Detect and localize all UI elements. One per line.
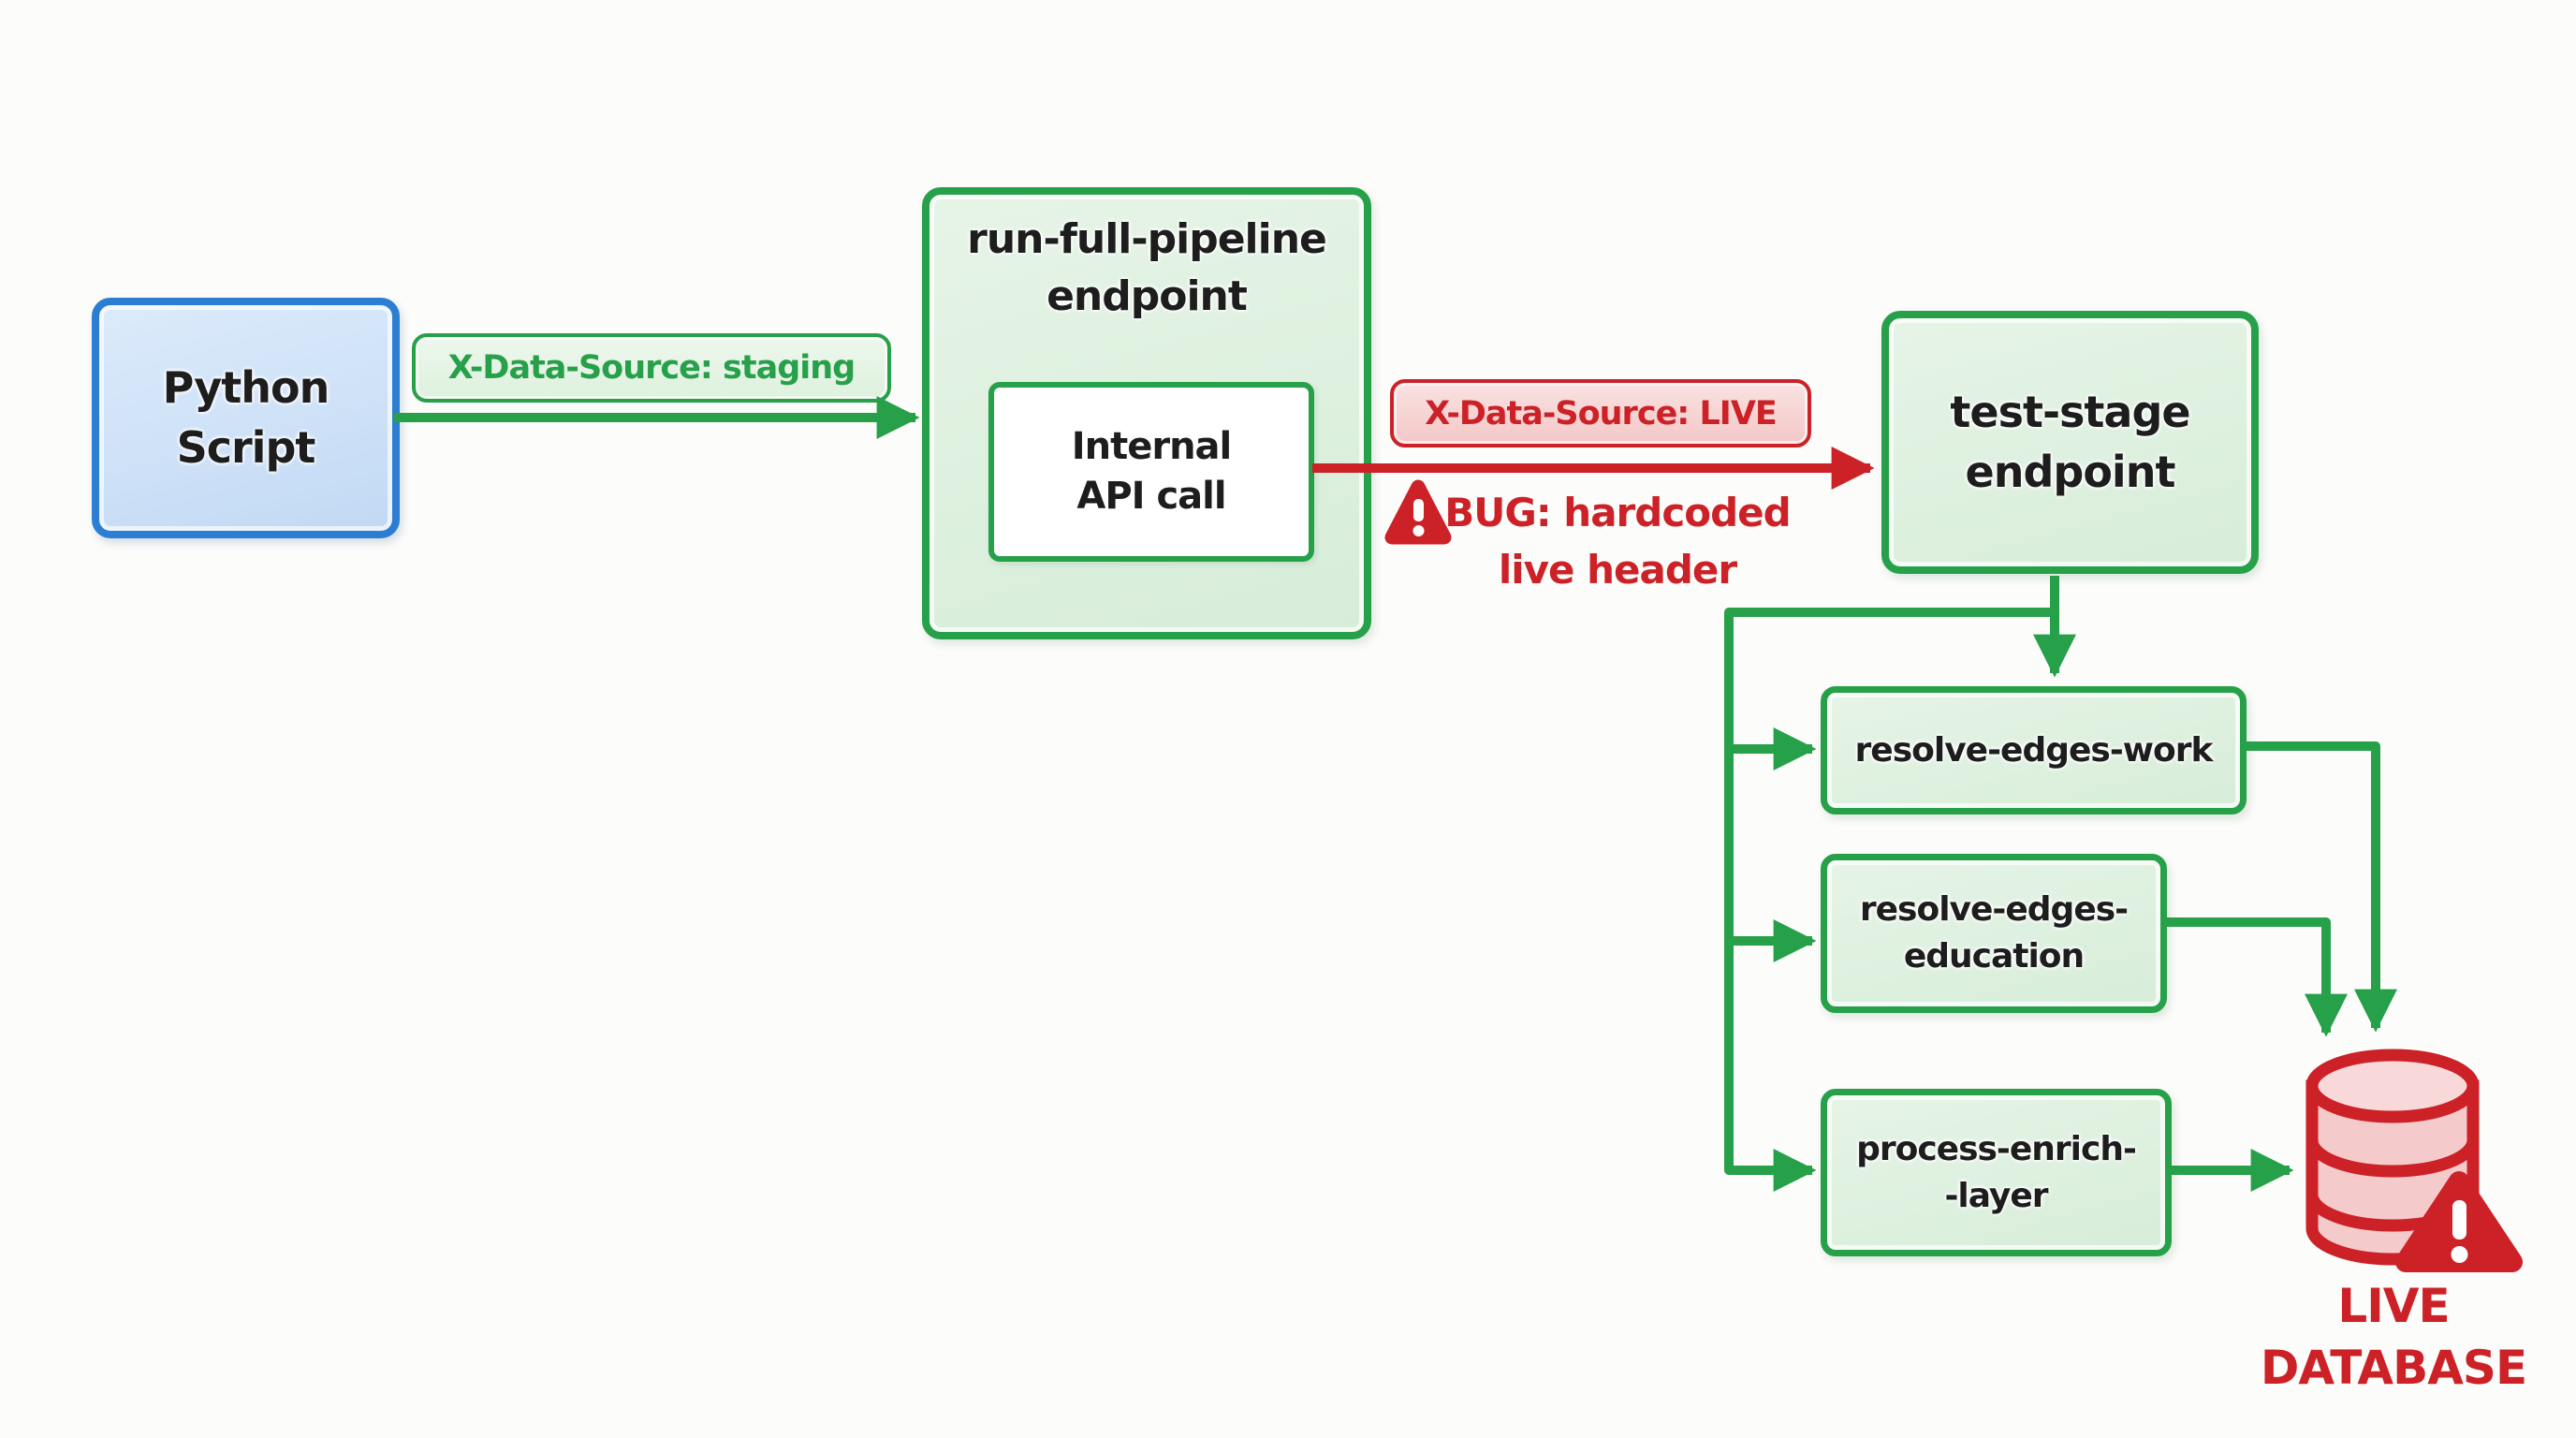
- bug-note-text: BUG: hardcoded live header: [1444, 490, 1791, 593]
- edge-work-to-database: [2247, 741, 2397, 1033]
- live-database-label: LIVE DATABASE: [2260, 1279, 2527, 1395]
- live-header-label: X-Data-Source: LIVE: [1390, 379, 1811, 448]
- node-test-stage-endpoint: test-stage endpoint: [1881, 311, 2259, 574]
- warning-triangle-icon: [2395, 1171, 2523, 1272]
- edge-education-to-database: [2167, 917, 2348, 1037]
- staging-header-label: X-Data-Source: staging: [412, 333, 891, 403]
- node-resolve-edges-education: resolve-edges- education: [1821, 854, 2167, 1013]
- node-process-enrich-layer: process-enrich- -layer: [1821, 1089, 2172, 1256]
- run-full-pipeline-title: run-full-pipeline endpoint: [967, 215, 1327, 320]
- node-python-script: Python Script: [92, 298, 400, 538]
- node-internal-api-call: Internal API call: [988, 382, 1314, 562]
- database-cylinder-icon: [2305, 1049, 2480, 1266]
- node-resolve-edges-work: resolve-edges-work: [1821, 686, 2247, 814]
